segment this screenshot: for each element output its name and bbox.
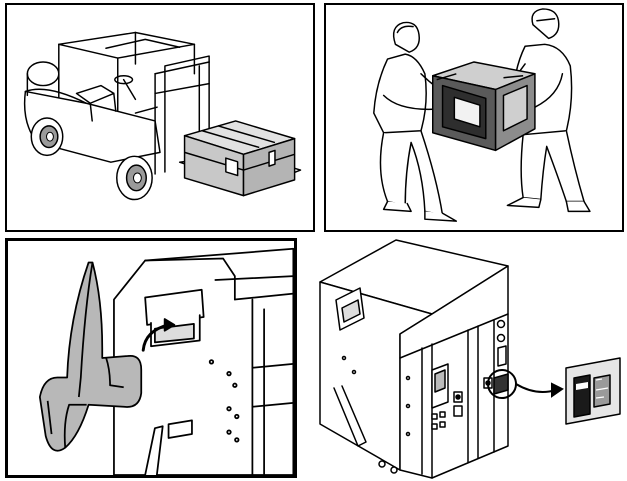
- crate-icon: [185, 121, 295, 196]
- two-man-lift-illustration: [326, 5, 622, 230]
- forklift-panel: [5, 3, 315, 232]
- callout-arrow-icon: [516, 384, 562, 396]
- rear-wheel-icon: [31, 118, 62, 155]
- breaker-overview-illustration: [304, 238, 627, 481]
- breaker-overview-panel: [304, 238, 627, 481]
- breaker-unit-icon: [433, 62, 535, 150]
- two-man-lift-panel: [324, 3, 624, 232]
- handle-detail-panel: [5, 238, 297, 478]
- indicator-callout-icon: [566, 358, 620, 424]
- front-wheel-icon: [117, 156, 152, 199]
- handle-detail-illustration: [8, 241, 294, 475]
- forklift-illustration: [7, 5, 313, 230]
